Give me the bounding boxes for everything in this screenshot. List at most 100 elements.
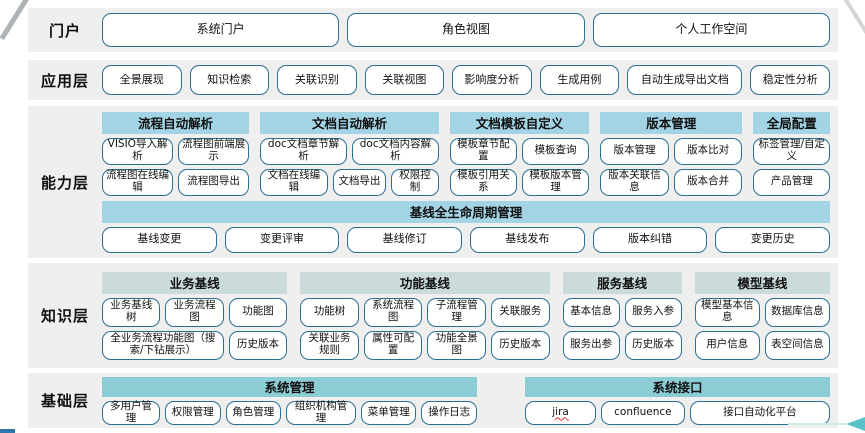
layer-band-knowledge: 知识层 业务基线业务基线树业务流程图功能图全业务流程功能图（搜索/下钻展示）历史… [28,263,838,368]
layer-content-application: 全景展现知识检索关联识别关联视图影响度分析生成用例自动生成导出文档稳定性分析 [102,60,831,100]
group-header: 版本管理 [600,111,743,134]
box-row: 用户信息表空间信息 [694,330,831,360]
group-header: 业务基线 [102,271,288,294]
diagram-box: 历史版本 [228,330,288,360]
layer-label-base: 基础层 [40,392,89,410]
group-header: 功能基线 [300,271,550,294]
diagram-box: 子流程管理 [427,297,486,327]
group-2: 服务基线基本信息服务入参服务出参历史版本 [562,271,682,360]
diagram-box: VISIO导入解析 [102,137,174,165]
diagram-box: 变更评审 [224,226,340,253]
box-row: 基线变更变更评审基线修订基线发布版本纠错变更历史 [102,226,831,253]
diagram-box: 版本合并 [673,168,743,196]
diagram-box: 变更历史 [715,226,831,253]
arrow-left-icon [846,417,865,431]
diagram-box: 文档导出 [332,168,387,196]
box-row: 版本关联信息版本合并 [600,168,743,196]
diagram-box: 操作日志 [421,400,478,425]
diagram-box: 菜单管理 [360,400,417,425]
diagram-box: 版本管理 [600,137,669,165]
diagram-box: 接口自动化平台 [689,400,830,425]
group-header: 系统接口 [525,376,830,397]
diagram-box: 模型基本信息 [694,297,760,327]
corner-fold-decoration-right [842,0,865,37]
diagram-box: 流程图在线编辑 [102,168,174,196]
diagram-box: 功能图 [228,297,288,327]
box-row: 文档在线编辑文档导出权限控制 [260,168,439,196]
diagram-box: 流程图前端展示 [178,137,250,165]
group-header: 流程自动解析 [102,111,250,134]
diagram-box: 业务流程图 [165,297,224,327]
diagram-box: doc文档内容解析 [352,137,439,165]
diagram-box: doc文档章节解析 [260,137,348,165]
group-header: 系统管理 [102,376,478,397]
diagram-box: 关联识别 [277,65,357,95]
diagram-box: 关联服务 [491,297,550,327]
box-row: 全业务流程功能图（搜索/下钻展示）历史版本 [102,330,288,360]
group-2: 文档模板自定义模板章节配置模板查询模板引用关系模板版本管理 [449,111,590,196]
diagram-box: 多用户管理 [102,400,160,425]
diagram-box: 版本关联信息 [600,168,669,196]
diagram-box: jira [525,400,597,425]
layer-content-portal: 系统门户角色视图个人工作空间 [102,8,830,52]
diagram-box: 基本信息 [562,297,620,327]
box-row: 基本信息服务入参 [562,297,682,327]
diagram-box: 全景展现 [102,65,182,95]
diagram-box: 模板章节配置 [449,137,517,165]
box-row: 产品管理 [753,168,830,196]
diagram-box: 关联业务规则 [300,330,359,360]
box-row: 全景展现知识检索关联识别关联视图影响度分析生成用例自动生成导出文档稳定性分析 [102,65,831,95]
diagram-box: 模板引用关系 [449,168,517,196]
diagram-box: 流程图导出 [178,168,250,196]
diagram-box: 权限控制 [391,168,439,196]
layer-label-knowledge: 知识层 [40,307,89,325]
diagram-box: 基线变更 [102,226,217,253]
box-row: 关联业务规则属性可配置功能全景图历史版本 [300,330,550,360]
bottom-accent-bar [0,429,15,433]
diagram-box: 版本纠错 [592,226,708,253]
box-row: 系统门户角色视图个人工作空间 [102,13,830,47]
group-1: 功能基线功能树系统流程图子流程管理关联服务关联业务规则属性可配置功能全景图历史版… [300,271,550,360]
layer-label-portal: 门户 [48,21,81,40]
diagram-box: 产品管理 [753,168,830,196]
diagram-box: 功能全景图 [427,330,486,360]
baseline-section: 基线全生命周期管理基线变更变更评审基线修订基线发布版本纠错变更历史 [102,200,831,253]
diagram-box: 稳定性分析 [750,65,831,95]
diagram-box: 模板查询 [521,137,590,165]
layer-label-capability: 能力层 [40,173,89,192]
diagram-box: 文档在线编辑 [260,168,328,196]
diagram-box: 服务出参 [562,330,620,360]
diagram-box: 基线修订 [347,226,463,253]
group-header: 文档自动解析 [260,111,439,134]
group-header: 文档模板自定义 [449,111,590,134]
diagram-box: 个人工作空间 [592,13,830,47]
diagram-box: 标签管理/自定义 [753,137,830,165]
group-4: 全局配置标签管理/自定义产品管理 [753,111,830,196]
baseline-header: 基线全生命周期管理 [102,200,830,223]
box-row: 模板章节配置模板查询 [449,137,590,165]
diagram-box: 属性可配置 [363,330,423,360]
box-row: 功能树系统流程图子流程管理关联服务 [300,297,550,327]
diagram-box: 全业务流程功能图（搜索/下钻展示） [102,330,224,360]
box-row: 业务基线树业务流程图功能图 [102,297,288,327]
group-0: 流程自动解析 VISIO导入解析流程图前端展示流程图在线编辑流程图导出 [102,111,250,196]
diagram-box: 功能树 [300,297,359,327]
diagram-box: 版本比对 [673,137,743,165]
layer-content-knowledge: 业务基线业务基线树业务流程图功能图全业务流程功能图（搜索/下钻展示）历史版本功能… [102,263,831,368]
box-row: 模型基本信息数据库信息 [694,297,831,327]
group-3: 版本管理版本管理版本比对版本关联信息版本合并 [600,111,743,196]
diagram-box: 模板版本管理 [521,168,590,196]
diagram-box: 角色管理 [225,400,282,425]
group-header: 全局配置 [753,111,830,134]
layer-band-application: 应用层 全景展现知识检索关联识别关联视图影响度分析生成用例自动生成导出文档稳定性… [28,60,838,100]
box-row: VISIO导入解析流程图前端展示 [102,137,250,165]
